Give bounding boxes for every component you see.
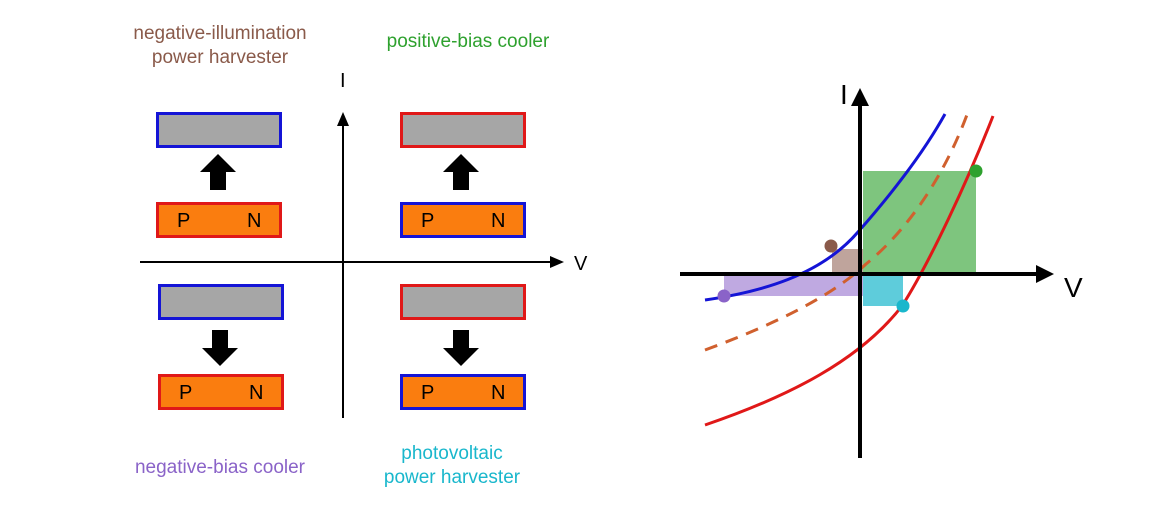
p-label: P — [177, 210, 191, 232]
p-label: P — [179, 382, 193, 404]
n-label: N — [247, 210, 262, 232]
caption-negative-illumination-harvester: negative-illumination power harvester — [100, 22, 340, 70]
arrow-up-left — [200, 154, 236, 190]
arrow-down-right — [443, 330, 479, 366]
plot-y-label: I — [840, 79, 848, 110]
plot-x-label: V — [1064, 272, 1083, 303]
pn-junction-bottom-right: P N — [400, 374, 526, 410]
diagram-y-arrowhead — [337, 112, 349, 126]
caption-line-2: power harvester — [383, 467, 521, 488]
curve-dark-blue — [704, 113, 947, 302]
caption-photovoltaic-harvester: photovoltaic power harvester — [352, 442, 552, 490]
heat-plate-bottom-right — [400, 284, 526, 320]
plot-x-arrowhead — [1036, 265, 1054, 283]
diagram-x-label: V — [574, 253, 588, 275]
curve-dashed-orange — [704, 111, 970, 352]
region-positive-bias-cooler — [863, 171, 976, 274]
p-label: P — [421, 382, 435, 404]
caption-negative-bias-cooler: negative-bias cooler — [134, 457, 306, 478]
caption-line-1: negative-illumination — [133, 23, 307, 44]
point-negative-illumination — [824, 239, 838, 253]
arrow-up-right — [443, 154, 479, 190]
diagram-y-label: I — [340, 70, 346, 92]
point-negative-bias-cooler — [717, 289, 731, 303]
n-label: N — [491, 382, 506, 404]
diagram-x-arrowhead — [550, 256, 564, 268]
arrow-down-left — [202, 330, 238, 366]
pn-junction-top-right: P N — [400, 202, 526, 238]
point-photovoltaic — [896, 299, 910, 313]
region-photovoltaic — [863, 274, 903, 306]
caption-line-2: power harvester — [151, 47, 289, 68]
point-positive-bias-cooler — [969, 164, 983, 178]
n-label: N — [491, 210, 506, 232]
heat-plate-top-right — [400, 112, 526, 148]
plot-y-arrowhead — [851, 88, 869, 106]
n-label: N — [249, 382, 264, 404]
heat-plate-top-left — [156, 112, 282, 148]
pn-junction-bottom-left: P N — [158, 374, 284, 410]
p-label: P — [421, 210, 435, 232]
diagram-axes: I V — [140, 70, 588, 418]
caption-positive-bias-cooler: positive-bias cooler — [386, 31, 550, 52]
heat-plate-bottom-left — [158, 284, 284, 320]
pn-junction-top-left: P N — [156, 202, 282, 238]
caption-line-1: photovoltaic — [401, 443, 503, 464]
